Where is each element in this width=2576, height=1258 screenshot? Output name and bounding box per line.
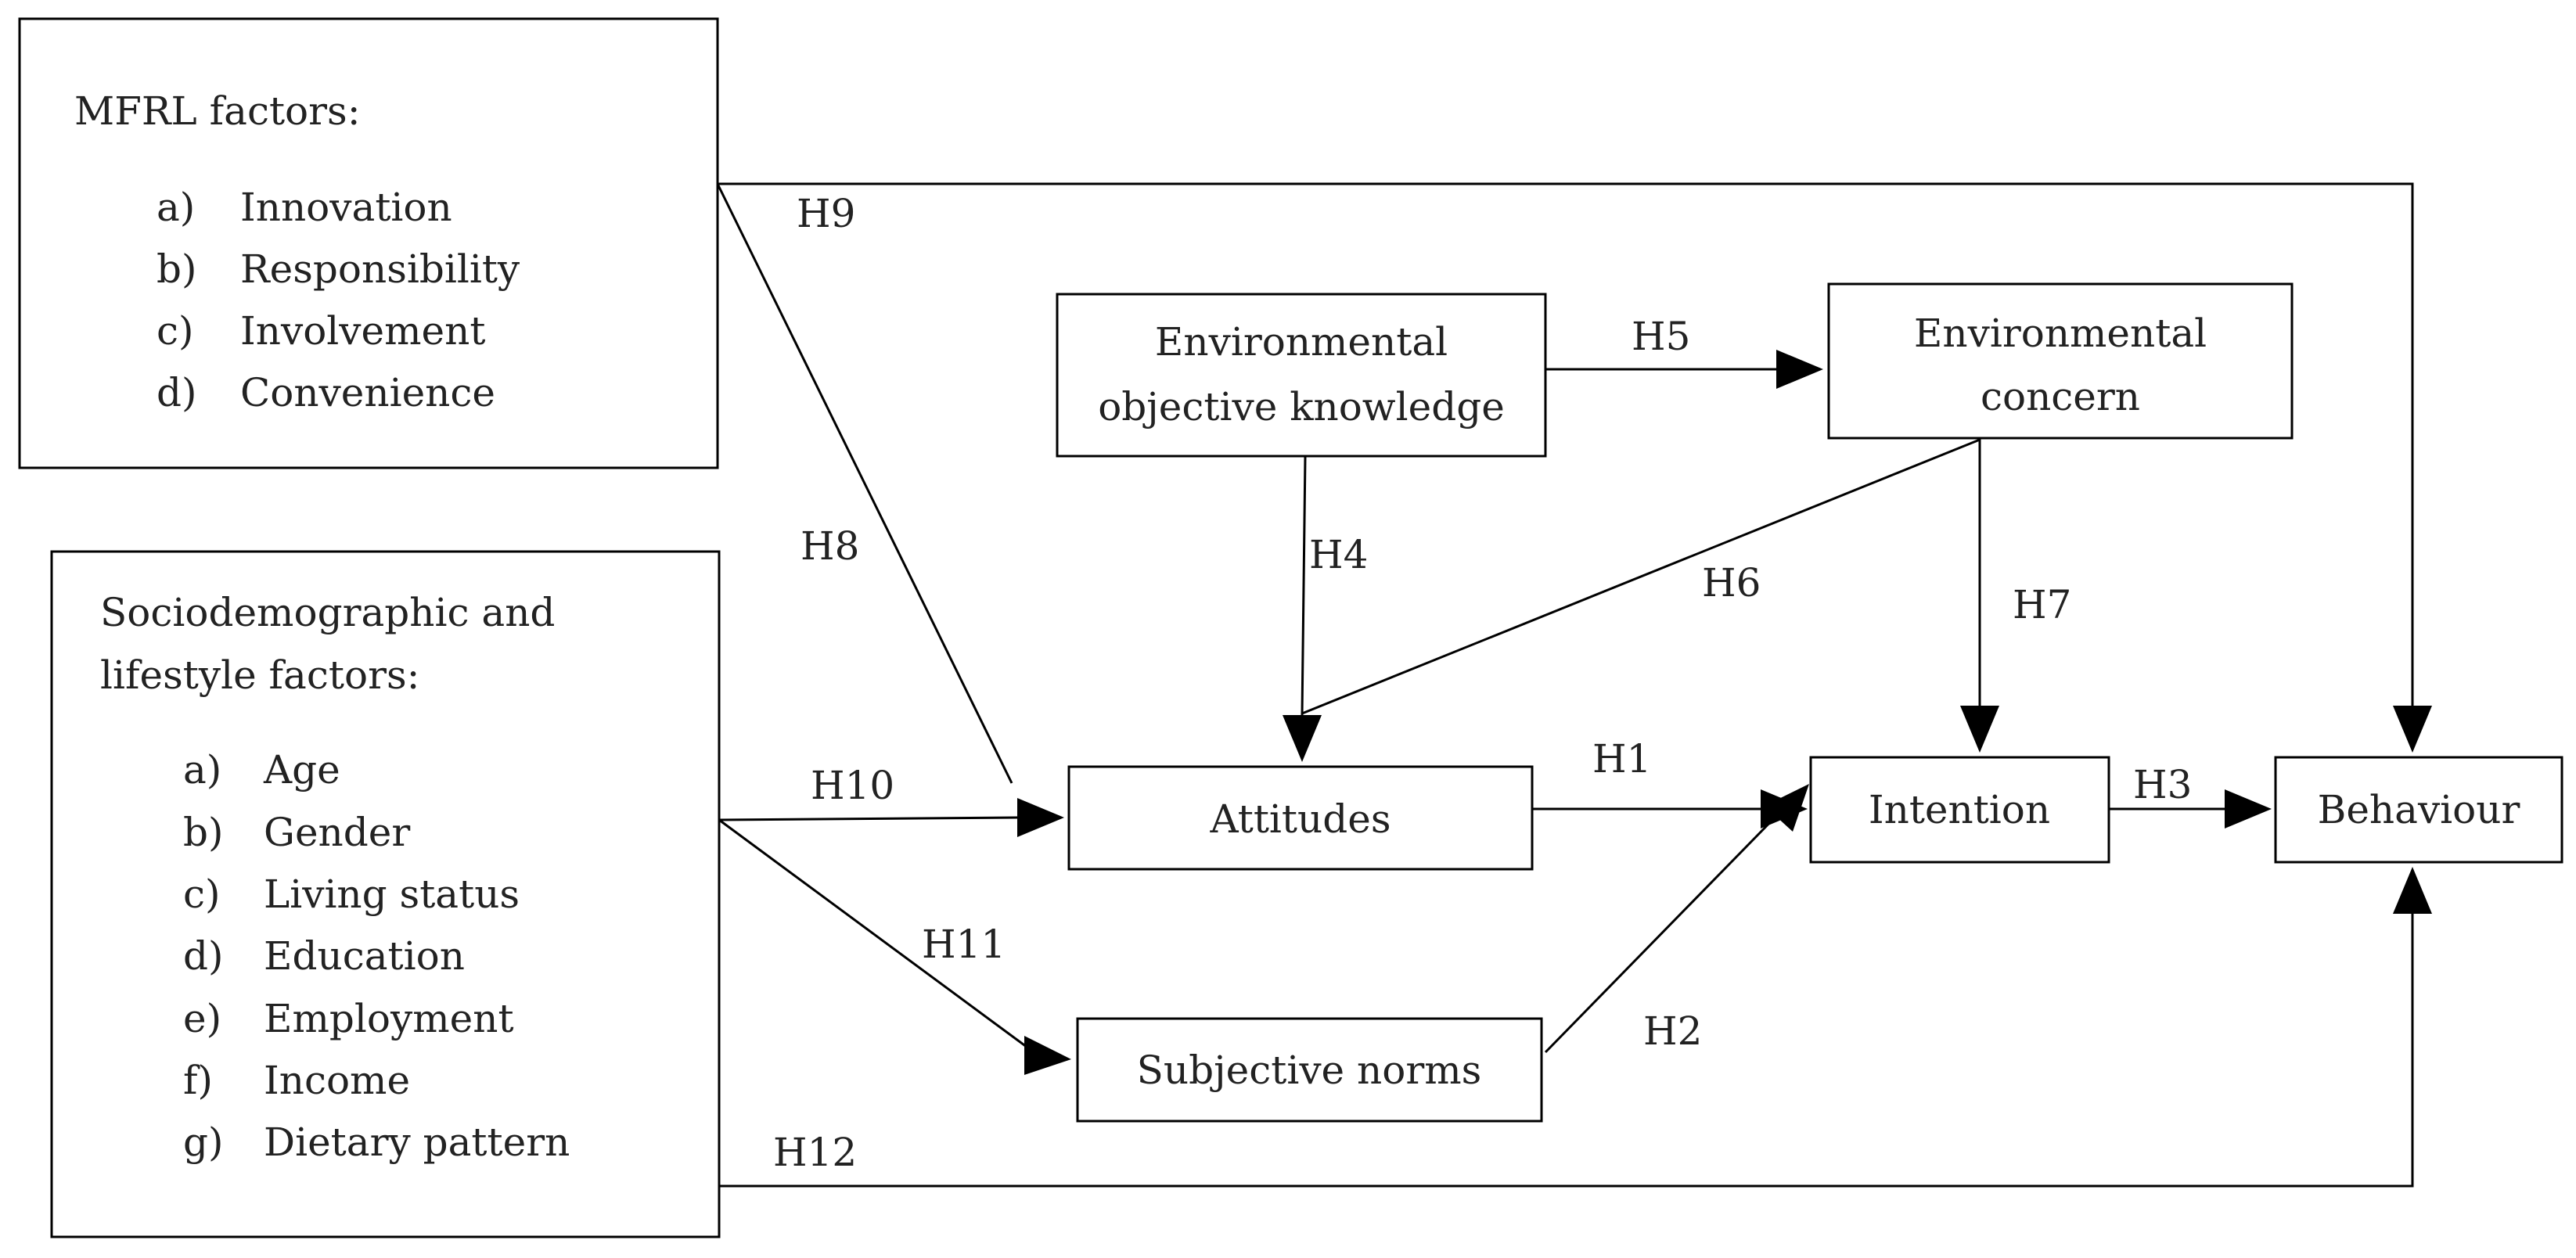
socio-item-label: Income	[264, 1058, 410, 1103]
socio-item-marker: d)	[183, 933, 224, 979]
edge-h10	[718, 798, 1064, 837]
mfrl-item-marker: c)	[157, 308, 194, 354]
socio-item-label: Education	[264, 933, 465, 979]
hypothesis-label-h11: H11	[922, 922, 1006, 967]
knowledge-label-line2: objective knowledge	[1098, 384, 1505, 430]
socio-item-marker: e)	[183, 996, 221, 1041]
mfrl-title: MFRL factors:	[74, 88, 361, 134]
mfrl-item-label: Responsibility	[240, 246, 520, 292]
behaviour-node: Behaviour	[2274, 756, 2563, 864]
hypothesis-label-h7: H7	[2013, 582, 2071, 627]
socio-item-label: Gender	[264, 810, 410, 855]
attitudes-label: Attitudes	[1210, 796, 1391, 842]
socio-item-marker: f)	[183, 1058, 213, 1103]
edge-h5	[1545, 350, 1823, 389]
hypothesis-label-h12: H12	[773, 1130, 857, 1175]
hypothesis-label-h2: H2	[1643, 1008, 1702, 1054]
mfrl-item-label: Convenience	[240, 370, 495, 415]
edge-h12	[719, 867, 2432, 1188]
socio-item-marker: g)	[183, 1120, 224, 1165]
mfrl-item-label: Involvement	[240, 308, 485, 354]
subjective-norms-node: Subjective norms	[1076, 1017, 1543, 1123]
hypothesis-label-h3: H3	[2133, 762, 2192, 807]
edge-h7	[1960, 438, 1999, 753]
mfrl-item-marker: b)	[157, 246, 197, 292]
edge-h9	[718, 182, 2432, 753]
socio-title-line1: Sociodemographic and	[100, 590, 555, 635]
knowledge-label-line1: Environmental	[1155, 319, 1448, 365]
hypothesis-label-h6: H6	[1702, 560, 1761, 606]
mfrl-factors-box: MFRL factors: a) Innovation b) Responsib…	[18, 17, 719, 469]
socio-item-marker: b)	[183, 810, 224, 855]
socio-item-label: Dietary pattern	[264, 1120, 570, 1165]
intention-node: Intention	[1809, 756, 2110, 864]
attitudes-node: Attitudes	[1067, 765, 1534, 871]
hypothesis-label-h9: H9	[797, 191, 855, 236]
edge-h8	[716, 183, 1013, 784]
edge-h1	[1532, 789, 1808, 828]
mfrl-item-label: Innovation	[240, 185, 452, 230]
hypothesis-label-h5: H5	[1632, 314, 1690, 359]
mfrl-item-marker: a)	[157, 185, 195, 230]
concern-label-line2: concern	[1981, 374, 2140, 419]
environmental-concern-node: Environmental concern	[1827, 282, 2294, 440]
hypothesis-label-h10: H10	[811, 763, 894, 808]
edge-h11	[718, 818, 1071, 1075]
socio-item-marker: a)	[183, 747, 221, 793]
concern-label-line1: Environmental	[1914, 311, 2207, 356]
socio-title-line2: lifestyle factors:	[100, 652, 419, 698]
hypothesis-label-h4: H4	[1309, 532, 1368, 577]
subjective-norms-label: Subjective norms	[1137, 1048, 1482, 1093]
mfrl-item-marker: d)	[157, 370, 197, 415]
edge-h3	[2109, 789, 2272, 828]
socio-item-label: Age	[263, 747, 340, 793]
edge-h4	[1283, 455, 1322, 762]
behaviour-label: Behaviour	[2318, 787, 2520, 832]
edge-h2	[1544, 784, 1809, 1054]
intention-label: Intention	[1869, 787, 2050, 832]
edge-h6	[1301, 438, 1981, 715]
socio-item-label: Employment	[264, 996, 514, 1041]
socio-item-marker: c)	[183, 872, 221, 917]
socio-item-label: Living status	[264, 872, 520, 917]
hypothesis-label-h1: H1	[1592, 736, 1651, 782]
sociodemographic-factors-box: Sociodemographic and lifestyle factors: …	[50, 550, 721, 1238]
environmental-knowledge-node: Environmental objective knowledge	[1056, 293, 1547, 458]
hypothesis-label-h8: H8	[801, 523, 859, 569]
